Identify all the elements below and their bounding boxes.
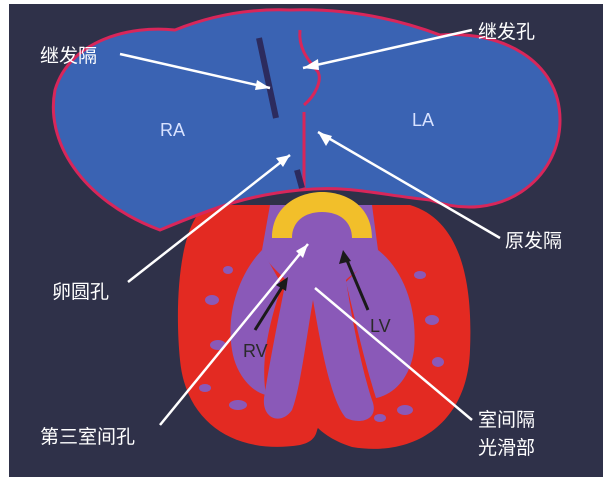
label-smooth-part-line1: 室间隔: [478, 409, 535, 431]
chamber-ra: RA: [160, 120, 185, 140]
chamber-la: LA: [412, 110, 434, 130]
chamber-rv: RV: [243, 341, 268, 361]
label-secondary-septum: 继发隔: [40, 45, 97, 67]
label-smooth-part-line2: 光滑部: [478, 437, 535, 459]
label-foramen-ovale: 卵圆孔: [52, 281, 109, 303]
label-secondary-foramen: 继发孔: [478, 21, 535, 43]
chamber-lv: LV: [370, 316, 391, 336]
label-third-foramen: 第三室间孔: [40, 426, 135, 448]
label-primary-septum: 原发隔: [505, 230, 562, 252]
